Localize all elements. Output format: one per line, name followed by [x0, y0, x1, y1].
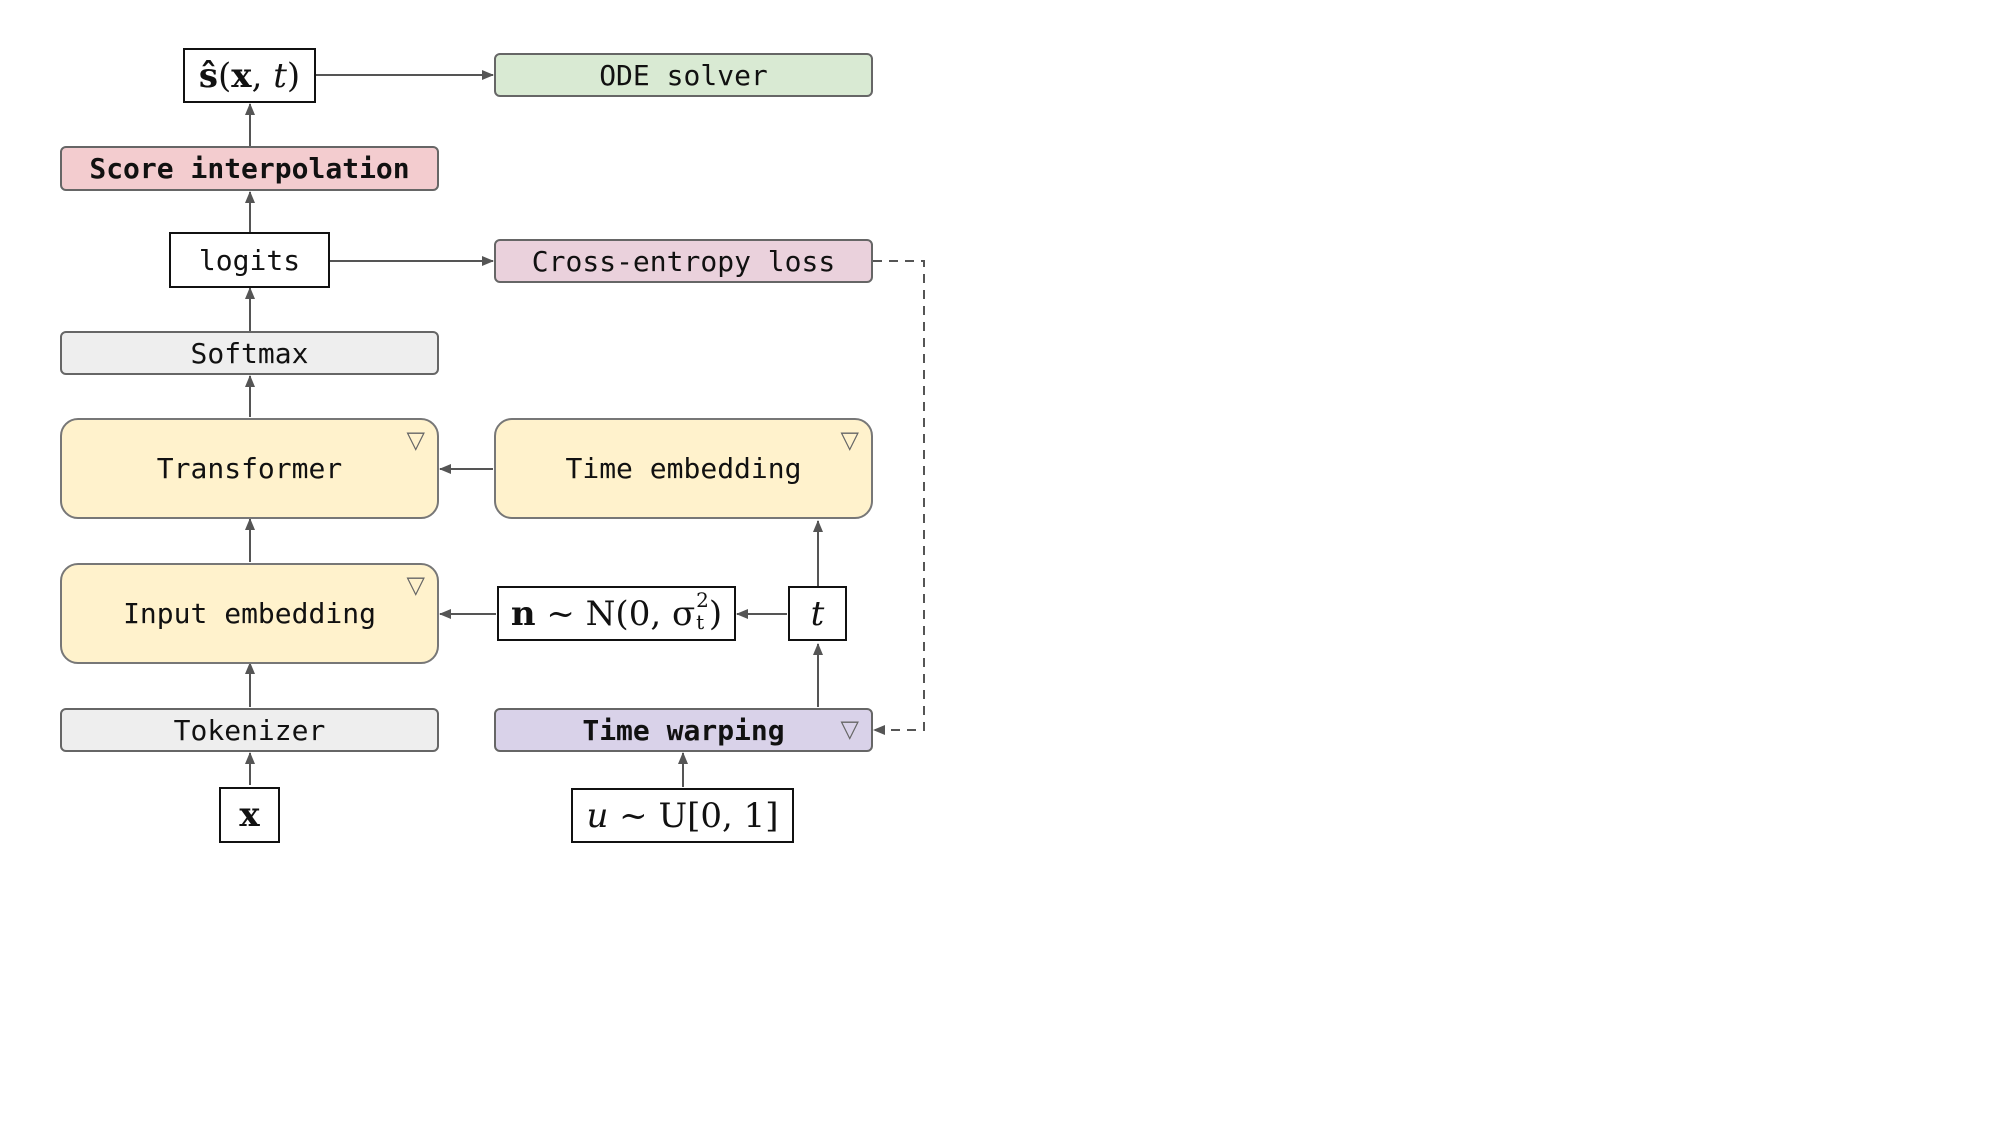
score-interpolation-box[interactable]: Score interpolation — [60, 146, 439, 191]
ode-solver-label: ODE solver — [599, 58, 768, 92]
noise-superscript: 2 — [696, 587, 709, 612]
trainable-icon: ▽ — [406, 571, 425, 599]
ode-solver-box[interactable]: ODE solver — [494, 53, 873, 97]
transformer-label: Transformer — [156, 452, 343, 485]
cross-entropy-loss-box[interactable]: Cross-entropy loss — [494, 239, 873, 283]
input-embedding-label: Input embedding — [123, 597, 376, 630]
trainable-icon: ▽ — [840, 426, 859, 454]
x-input: x — [219, 787, 280, 843]
softmax-box[interactable]: Softmax — [60, 331, 439, 375]
tokenizer-box[interactable]: Tokenizer — [60, 708, 439, 752]
arrow-loss-to-time-warping-dashed — [873, 260, 925, 735]
time-embedding-label: Time embedding — [565, 452, 802, 485]
noise-n-symbol: n — [510, 593, 536, 634]
x-label: x — [239, 795, 260, 835]
trainable-icon: ▽ — [840, 715, 859, 743]
time-warping-box[interactable]: Time warping ▽ — [494, 708, 873, 752]
t-label: t — [810, 593, 825, 634]
logits-box: logits — [169, 232, 330, 288]
noise-close-paren: ) — [708, 593, 723, 634]
score-t-symbol: t — [273, 55, 287, 96]
u-distribution: u ~ U[0, 1] — [571, 788, 794, 843]
time-warping-label: Time warping — [582, 713, 785, 747]
score-close-paren: ) — [286, 55, 301, 96]
noise-distribution-text: ~ N(0, σ — [535, 593, 696, 634]
noise-subscript: t — [696, 609, 705, 634]
transformer-box[interactable]: Transformer ▽ — [60, 418, 439, 519]
t-variable: t — [788, 586, 847, 641]
u-symbol: u — [586, 795, 609, 836]
score-x-symbol: x — [231, 55, 252, 96]
tokenizer-label: Tokenizer — [173, 713, 326, 747]
score-separator: , — [251, 55, 274, 96]
u-distribution-text: ~ U[0, 1] — [608, 795, 779, 836]
score-interpolation-label: Score interpolation — [89, 152, 410, 185]
score-open-paren: ( — [218, 55, 232, 96]
time-embedding-box[interactable]: Time embedding ▽ — [494, 418, 873, 519]
score-hat-symbol: ŝ — [198, 55, 219, 96]
trainable-icon: ▽ — [406, 426, 425, 454]
softmax-label: Softmax — [190, 336, 309, 370]
logits-label: logits — [198, 243, 301, 277]
cross-entropy-loss-label: Cross-entropy loss — [531, 244, 836, 278]
input-embedding-box[interactable]: Input embedding ▽ — [60, 563, 439, 664]
score-output: ŝ(x, t) — [183, 48, 316, 103]
